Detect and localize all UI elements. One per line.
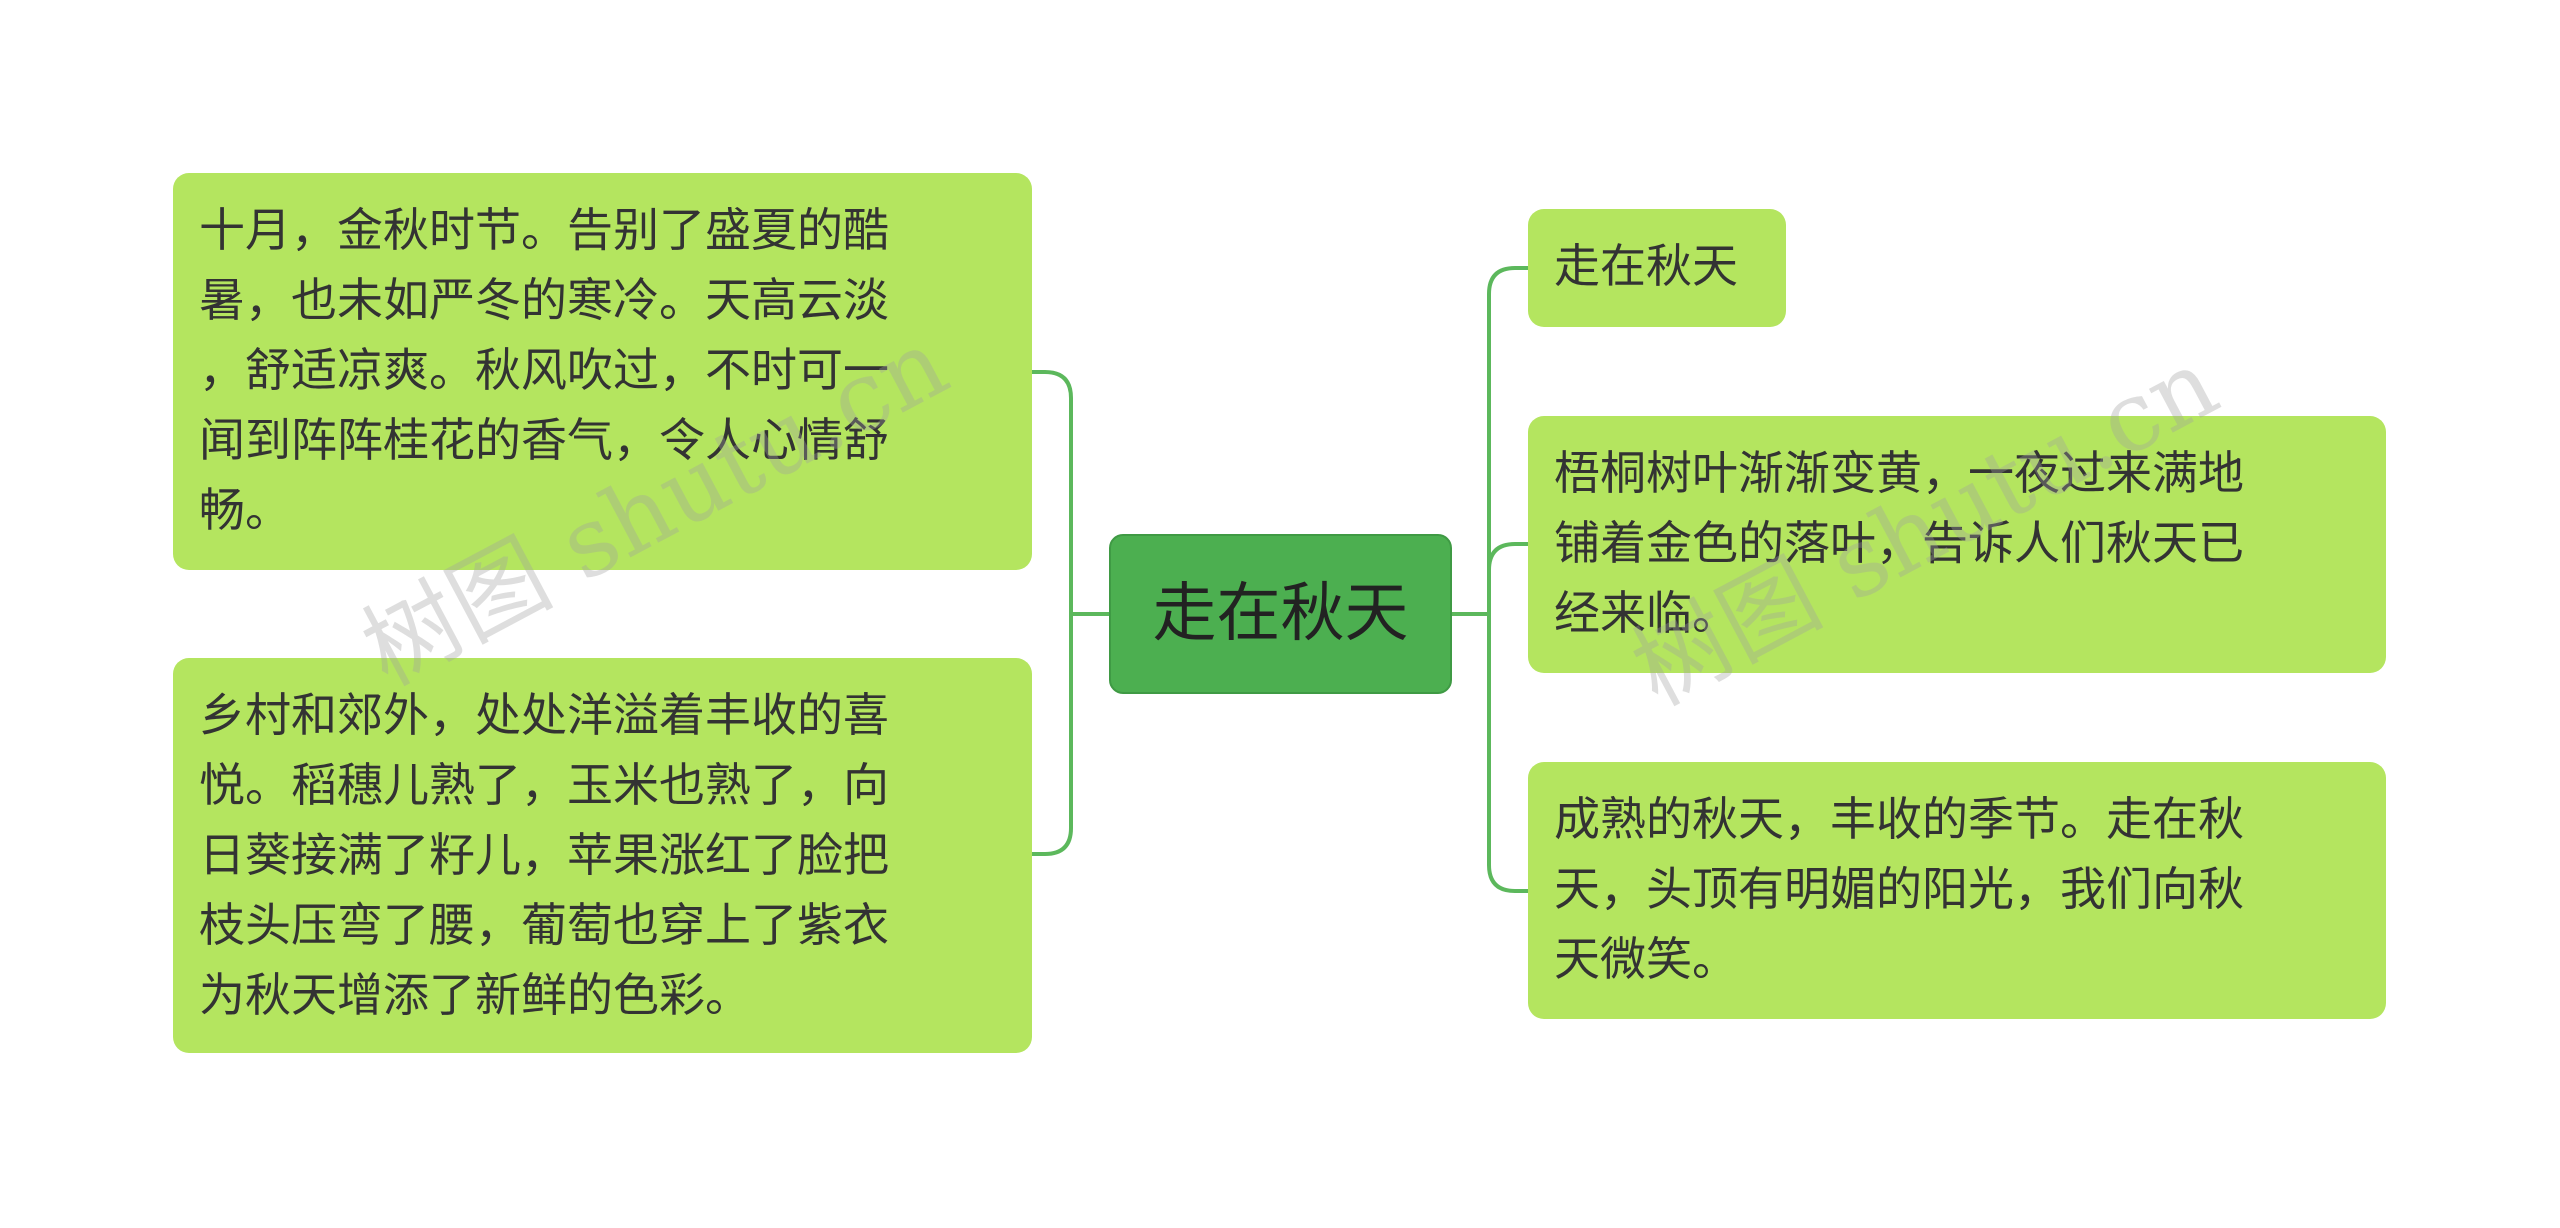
text-line: 暑，也未如严冬的寒冷。天高云淡 (199, 273, 889, 327)
right-node-1[interactable]: 走在秋天 (1528, 209, 1786, 327)
link-left-2 (1032, 614, 1073, 856)
text-line: 日葵接满了籽儿，苹果涨红了脸把 (199, 828, 889, 882)
left-node-1[interactable]: 十月，金秋时节。告别了盛夏的酷 暑，也未如严冬的寒冷。天高云淡 ，舒适凉爽。秋风… (173, 173, 1032, 570)
text-line: 为秋天增添了新鲜的色彩。 (199, 968, 751, 1022)
text-line: 走在秋天 (1554, 239, 1738, 293)
left-node-2[interactable]: 乡村和郊外，处处洋溢着丰收的喜 悦。稻穗儿熟了，玉米也熟了，向 日葵接满了籽儿，… (173, 658, 1032, 1053)
text-line: 枝头压弯了腰，葡萄也穿上了紫衣 (199, 898, 889, 952)
text-line: 天微笑。 (1554, 932, 1738, 986)
text-line: 成熟的秋天，丰收的季节。走在秋 (1554, 792, 2244, 846)
text-line: 闻到阵阵桂花的香气，令人心情舒 (199, 413, 889, 467)
link-left-1 (1032, 370, 1109, 616)
text-line: 经来临。 (1554, 586, 1738, 640)
right-node-3[interactable]: 成熟的秋天，丰收的季节。走在秋 天，头顶有明媚的阳光，我们向秋 天微笑。 (1528, 762, 2386, 1019)
link-right-2 (1487, 542, 1528, 614)
text-line: 悦。稻穗儿熟了，玉米也熟了，向 (199, 758, 889, 812)
text-line: 十月，金秋时节。告别了盛夏的酷 (199, 203, 889, 257)
text-line: 梧桐树叶渐渐变黄，一夜过来满地 (1554, 446, 2244, 500)
text-line: 天，头顶有明媚的阳光，我们向秋 (1554, 862, 2244, 916)
root-node[interactable]: 走在秋天 (1109, 534, 1452, 694)
text-line: 畅。 (199, 483, 291, 537)
text-line: 铺着金色的落叶，告诉人们秋天已 (1554, 516, 2244, 570)
root-label: 走在秋天 (1152, 577, 1409, 651)
text-line: 乡村和郊外，处处洋溢着丰收的喜 (199, 688, 889, 742)
right-node-2[interactable]: 梧桐树叶渐渐变黄，一夜过来满地 铺着金色的落叶，告诉人们秋天已 经来临。 (1528, 416, 2386, 673)
link-right-3 (1487, 614, 1528, 893)
text-line: ，舒适凉爽。秋风吹过，不时可一 (199, 343, 889, 397)
link-right-1 (1452, 266, 1528, 616)
